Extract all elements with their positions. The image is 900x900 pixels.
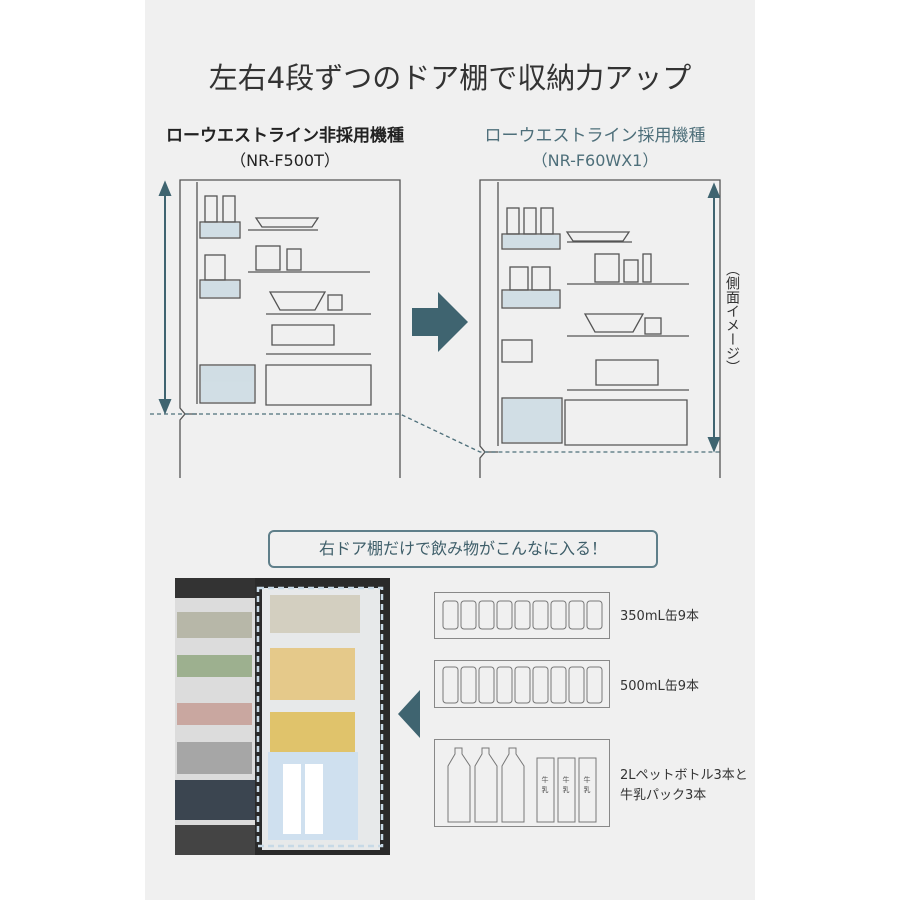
can-icon xyxy=(568,666,585,704)
right-fridge-outline xyxy=(479,179,721,478)
milk-label: 牛 xyxy=(542,775,549,784)
left-arrow-icon xyxy=(398,690,420,738)
can-icon xyxy=(496,600,513,630)
right-model-label: ローウエストライン採用機種 xyxy=(484,126,706,146)
can-500-box xyxy=(434,660,610,708)
can-icon xyxy=(478,666,495,704)
can-icon xyxy=(496,666,513,704)
right-model-number: （NR-F60WX1） xyxy=(531,151,659,170)
capacity-350-label: 350mL缶9本 xyxy=(620,609,699,624)
can-icon xyxy=(586,666,603,704)
svg-text:牛: 牛 xyxy=(563,775,570,784)
left-model-number: （NR-F500T） xyxy=(230,151,340,170)
can-icon xyxy=(514,666,531,704)
can-icon xyxy=(478,600,495,630)
can-icon xyxy=(514,600,531,630)
bottle-milk-box: 牛乳 牛乳 牛乳 xyxy=(434,739,610,827)
left-fridge-outline xyxy=(179,179,401,478)
can-icon xyxy=(532,666,549,704)
svg-text:乳: 乳 xyxy=(563,785,570,794)
svg-text:乳: 乳 xyxy=(584,785,591,794)
drinks-banner: 右ドア棚だけで飲み物がこんなに入る！ xyxy=(268,530,658,568)
left-model-label: ローウエストライン非採用機種 xyxy=(166,126,404,146)
fridge-photo xyxy=(175,578,390,855)
can-350-box xyxy=(434,592,610,639)
height-arrows xyxy=(158,180,721,453)
capacity-500-label: 500mL缶9本 xyxy=(620,679,699,694)
can-icon xyxy=(442,666,459,704)
can-icon xyxy=(586,600,603,630)
capacity-bottle-label-1: 2Lペットボトル3本と xyxy=(620,768,748,783)
svg-text:牛: 牛 xyxy=(584,775,591,784)
side-view-note: （側面イメージ） xyxy=(724,262,740,374)
page-title: 左右4段ずつのドア棚で収納力アップ xyxy=(208,61,692,95)
capacity-bottle-label-2: 牛乳パック3本 xyxy=(620,788,707,803)
svg-text:乳: 乳 xyxy=(542,785,549,794)
can-icon xyxy=(550,666,567,704)
can-icon xyxy=(460,600,477,630)
can-icon xyxy=(442,600,459,630)
can-icon xyxy=(568,600,585,630)
can-icon xyxy=(550,600,567,630)
can-icon xyxy=(460,666,477,704)
right-arrow-icon xyxy=(412,292,468,352)
can-icon xyxy=(532,600,549,630)
